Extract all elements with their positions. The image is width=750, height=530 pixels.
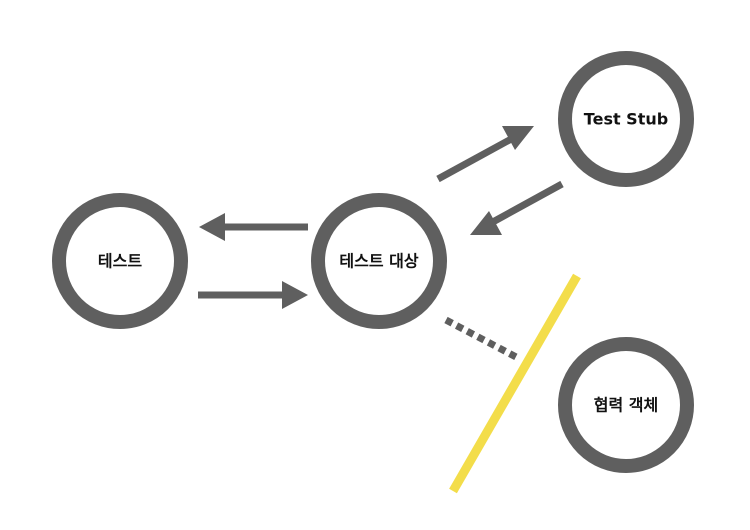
node-collaborator: 협력 객체: [558, 337, 694, 473]
node-collaborator-label: 협력 객체: [594, 396, 658, 415]
node-sut: 테스트 대상: [311, 193, 447, 329]
arrow-sut-to-test: [199, 213, 308, 241]
arrow-stub-to-sut: [470, 180, 564, 235]
arrow-test-to-sut: [198, 281, 308, 309]
node-stub: Test Stub: [558, 51, 694, 187]
isolation-barrier: [449, 273, 581, 494]
node-test-label: 테스트: [98, 252, 142, 271]
node-stub-label: Test Stub: [584, 110, 668, 129]
arrow-sut-to-stub: [436, 126, 534, 183]
dotted-connection: [444, 316, 520, 362]
node-test: 테스트: [52, 193, 188, 329]
node-sut-label: 테스트 대상: [339, 252, 418, 271]
